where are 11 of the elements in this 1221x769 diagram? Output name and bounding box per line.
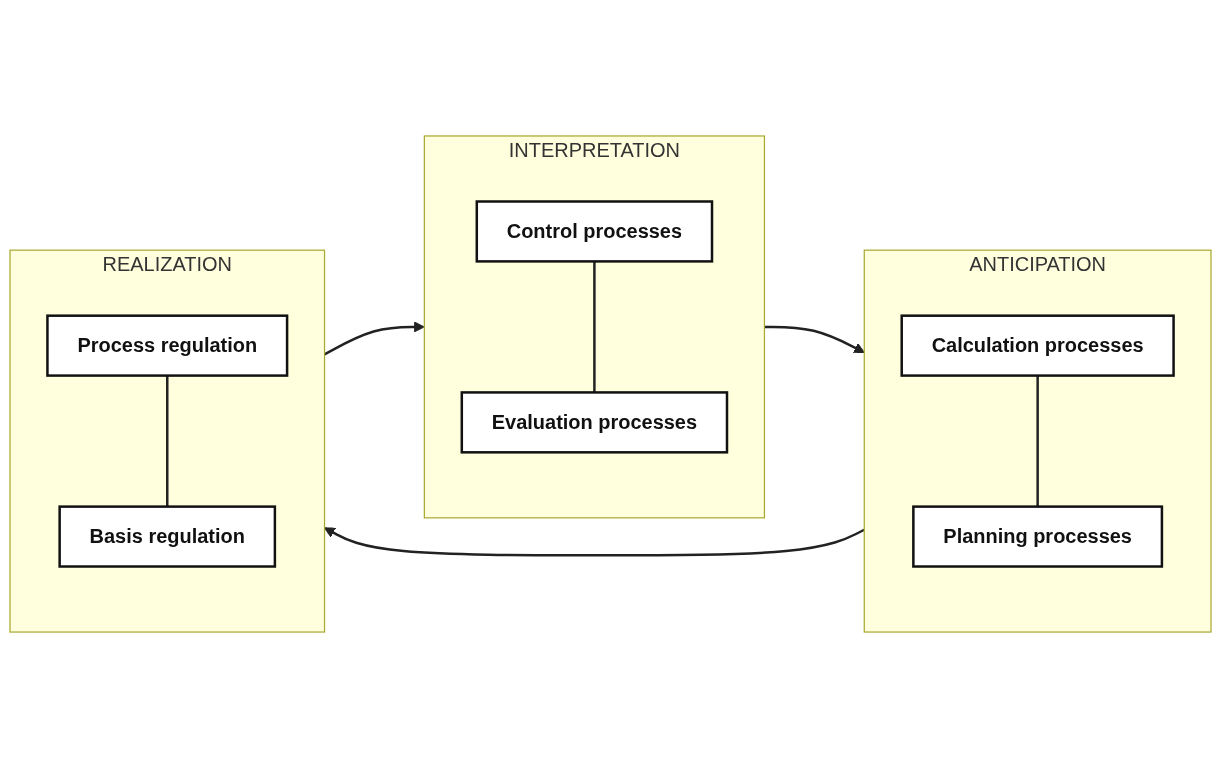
node-box: Process regulation — [46, 314, 289, 378]
connector — [593, 261, 596, 393]
node-box: Basis regulation — [58, 505, 277, 569]
node-box: Control processes — [475, 200, 714, 264]
arrow — [324, 527, 865, 557]
arrow — [764, 326, 865, 354]
connector — [166, 376, 169, 508]
node-box: Evaluation processes — [460, 391, 729, 455]
connector — [1036, 376, 1039, 508]
node-box: Calculation processes — [900, 314, 1175, 378]
node-box: Planning processes — [912, 505, 1164, 569]
